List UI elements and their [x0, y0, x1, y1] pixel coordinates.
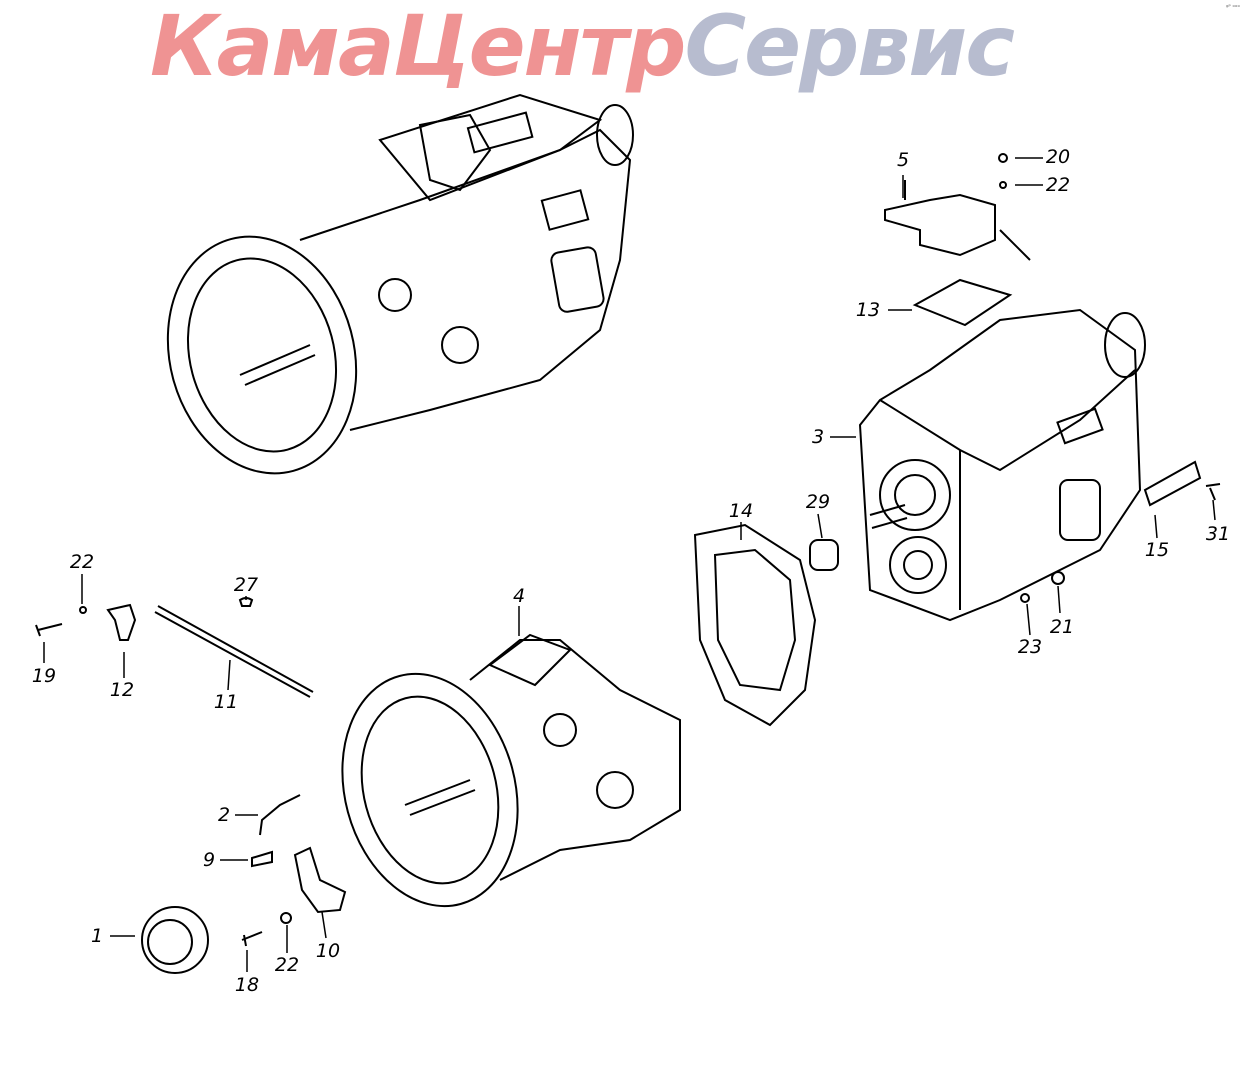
- callout-9: 9: [202, 849, 216, 871]
- lever-12: [106, 603, 137, 641]
- callout-29: 29: [805, 491, 831, 513]
- shaft-11: [154, 605, 314, 698]
- hose-2: [259, 794, 301, 836]
- fitting-9: [251, 850, 273, 868]
- gasket-14: [693, 523, 817, 727]
- gearbox-assembly-top: [166, 93, 634, 475]
- callout-18: 18: [234, 974, 260, 996]
- callout-13: 13: [855, 299, 881, 321]
- gasket-13: [912, 278, 1013, 327]
- callout-20: 20: [1045, 146, 1071, 168]
- callout-14: 14: [728, 500, 754, 522]
- callout-4: 4: [512, 585, 526, 607]
- bearing-29: [809, 539, 839, 571]
- fork-10: [293, 846, 347, 914]
- callout-3: 3: [811, 426, 825, 448]
- bolt-18: [241, 931, 263, 947]
- corner-mark: ᵍᴾ ᵒᵒᵒ: [1225, 4, 1240, 11]
- callout-22: 22: [69, 551, 95, 573]
- key-27: [238, 597, 254, 607]
- callout-1: 1: [90, 925, 104, 947]
- nut-22: [280, 912, 292, 924]
- callout-27: 27: [233, 574, 259, 596]
- callout-11: 11: [213, 691, 239, 713]
- callout-22: 22: [274, 954, 300, 976]
- leader-lines: [43, 157, 1216, 972]
- callout-22: 22: [1045, 174, 1071, 196]
- callout-15: 15: [1144, 539, 1170, 561]
- callout-5: 5: [896, 149, 910, 171]
- watermark-logo: КамаЦентрСервис: [150, 0, 1015, 95]
- nut-21: [1051, 571, 1065, 585]
- washer-22: [79, 606, 87, 614]
- callout-23: 23: [1017, 636, 1043, 658]
- callout-31: 31: [1205, 523, 1231, 545]
- washer-23: [1020, 593, 1030, 603]
- bolt-31: [1205, 483, 1221, 501]
- callout-12: 12: [109, 679, 135, 701]
- bolt-19: [35, 623, 63, 637]
- gearbox-4: [341, 633, 681, 908]
- shift-mechanism-5: [884, 153, 1031, 261]
- gearbox-3: [858, 308, 1146, 622]
- callout-19: 19: [31, 665, 57, 687]
- bearing-1: [141, 906, 209, 974]
- callout-10: 10: [315, 940, 341, 962]
- callout-21: 21: [1049, 616, 1075, 638]
- small-parts: [35, 597, 347, 974]
- plate-15: [1143, 460, 1202, 507]
- callout-2: 2: [217, 804, 231, 826]
